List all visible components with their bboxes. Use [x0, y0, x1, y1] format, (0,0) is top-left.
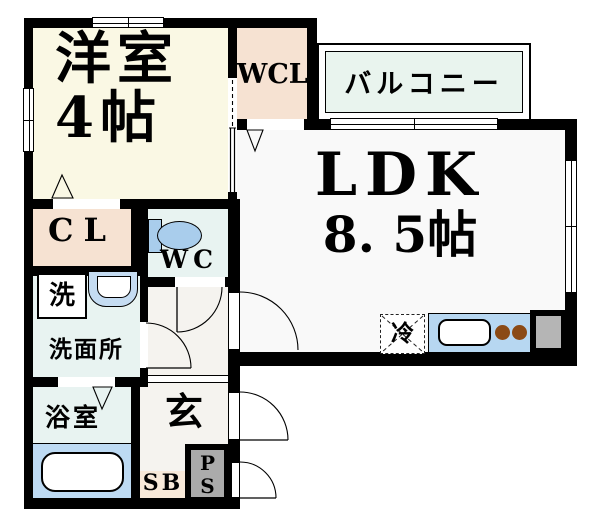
label-shoe-box: SB [142, 470, 184, 496]
label-pipe-space: P S [191, 452, 224, 498]
window-western-room-left [23, 88, 34, 152]
pipe-space-line2: S [200, 474, 215, 498]
label-refrigerator: 冷 [391, 320, 414, 347]
washing-machine-space [37, 273, 87, 319]
entrance-door-leaf [228, 392, 240, 440]
label-ldk: LDK 8. 5帖 [285, 144, 515, 262]
closet-door-opening [53, 199, 120, 209]
label-bathroom: 浴室 [44, 403, 101, 432]
label-balcony: バルコニー [344, 69, 504, 100]
pipe-space-line1: P [199, 451, 216, 475]
room-western-room [33, 28, 228, 199]
window-center-tick [24, 120, 33, 121]
window-center-tick [414, 119, 415, 129]
wall-ldk-bottom [228, 352, 577, 366]
wall-wcl-right [307, 18, 317, 130]
wall-closet-bottom [24, 266, 148, 276]
corner-duct [536, 316, 561, 348]
label-closet: CL [48, 211, 116, 249]
room-wcl [237, 28, 307, 119]
window-center-tick [128, 18, 129, 27]
wcl-door-opening [247, 119, 304, 130]
wall-top [24, 18, 317, 28]
western-room-name: 洋室 [55, 26, 179, 92]
ldk-name: LDK [314, 140, 486, 210]
label-washing-machine: 洗 [48, 281, 75, 311]
vanity-basin [97, 276, 131, 298]
wall-closet-wc-divider [131, 199, 148, 276]
ldk-size: 8. 5帖 [322, 205, 478, 264]
label-wc: WC [160, 245, 218, 274]
balcony-floor [325, 51, 523, 113]
room-hallway [148, 287, 228, 375]
ldk-door-leaf [228, 292, 240, 350]
window-balcony-sliding [330, 118, 498, 130]
window-western-room-top [92, 17, 164, 28]
western-room-size: 4帖 [55, 84, 162, 151]
ps-door-arc [239, 461, 277, 499]
label-wcl: WCL [237, 59, 308, 90]
wall-bottom [24, 498, 240, 509]
toilet-bowl [157, 221, 202, 250]
window-center-tick [566, 226, 576, 227]
entrance-step [140, 375, 228, 383]
pipe-space [191, 450, 224, 497]
window-ldk-right [565, 160, 577, 293]
washroom-door-opening [140, 322, 148, 368]
room-closet [33, 209, 131, 266]
shoe-box [140, 471, 186, 498]
label-washroom: 洗面所 [49, 336, 124, 363]
kitchen-sink [438, 319, 491, 346]
wc-door-opening [175, 277, 225, 287]
label-entrance: 玄 [164, 389, 203, 434]
wall-left [24, 18, 33, 509]
entrance-door-arc [239, 391, 289, 441]
wall-bathroom-right [131, 377, 140, 498]
bathtub [41, 452, 124, 492]
kitchen-burner-left [495, 325, 510, 340]
bathroom-door-opening [58, 377, 115, 387]
kitchen-burner-right [512, 325, 527, 340]
label-western-room: 洋室 4帖 [55, 30, 179, 148]
sliding-door-opening [228, 78, 237, 192]
